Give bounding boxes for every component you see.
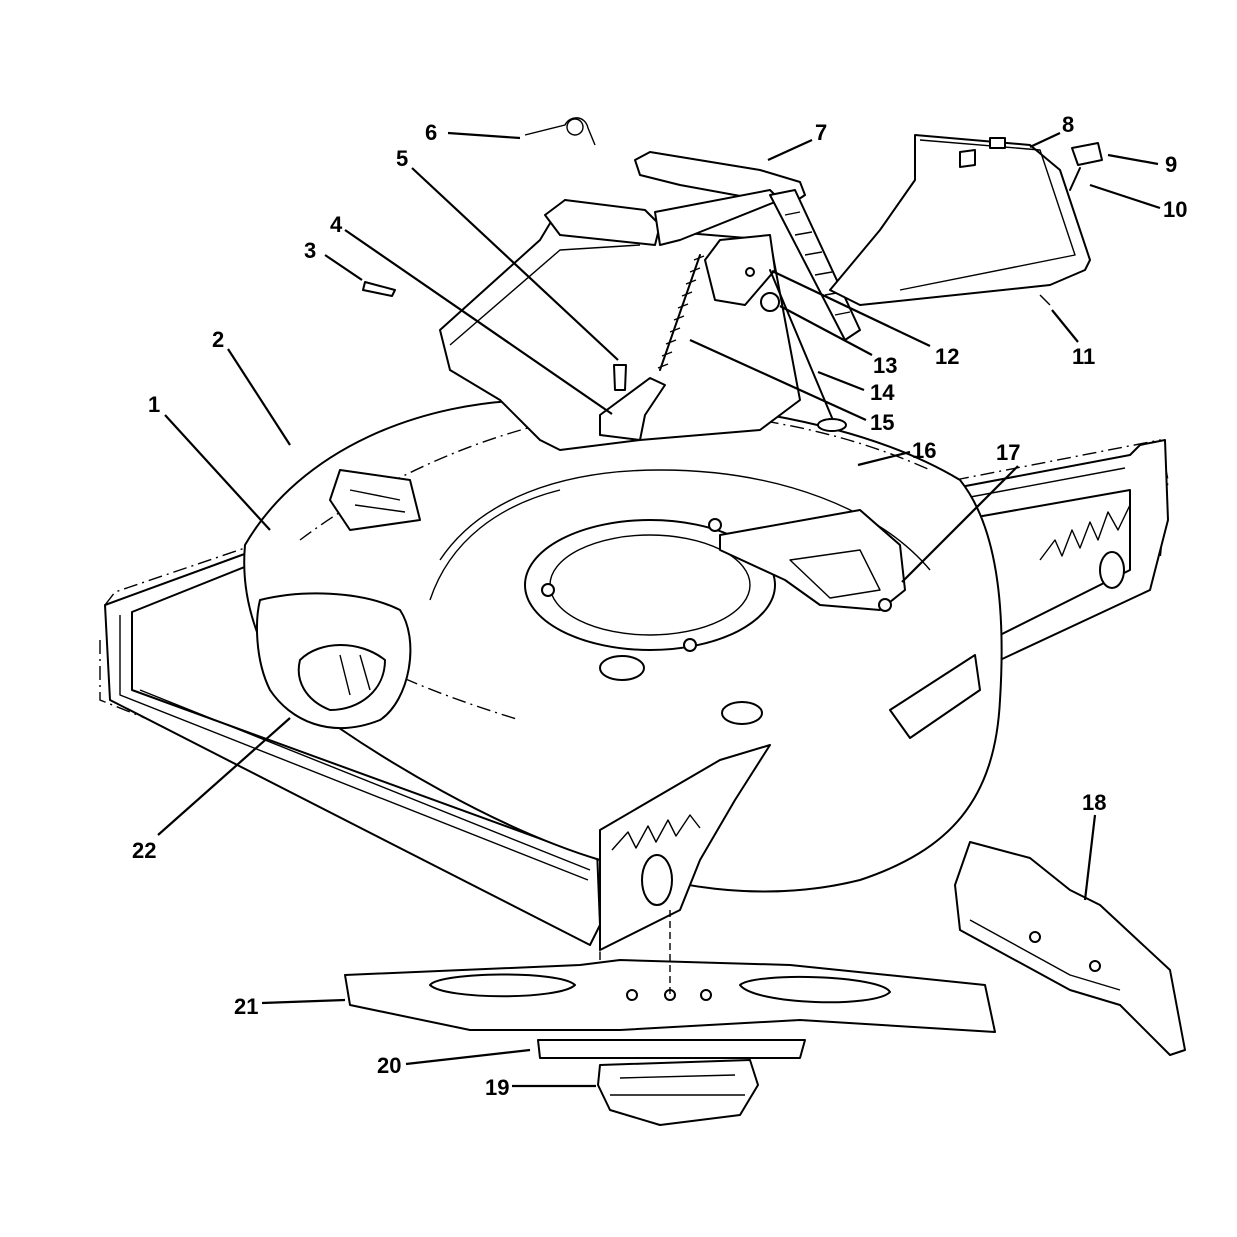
callout-7: 7 <box>815 120 827 145</box>
callout-11: 11 <box>1072 344 1095 369</box>
callout-18: 18 <box>1082 790 1106 815</box>
blade-stiffener <box>537 1039 806 1059</box>
callout-9: 9 <box>1165 152 1177 177</box>
blade-adapter <box>597 1059 759 1126</box>
callout-8: 8 <box>1062 112 1074 137</box>
callout-21: 21 <box>234 994 258 1019</box>
callout-17: 17 <box>996 440 1020 465</box>
mower-deck-housing <box>99 398 1169 960</box>
callout-22: 22 <box>132 838 156 863</box>
callout-19: 19 <box>485 1075 509 1100</box>
callout-14: 14 <box>870 380 895 405</box>
callout-20: 20 <box>377 1053 401 1078</box>
callout-16: 16 <box>912 438 936 463</box>
callout-3: 3 <box>304 238 316 263</box>
callout-12: 12 <box>935 344 959 369</box>
callout-13: 13 <box>873 353 897 378</box>
mulching-blade <box>954 841 1186 1056</box>
callout-6: 6 <box>425 120 437 145</box>
callout-1: 1 <box>148 392 160 417</box>
callout-labels: 1 2 3 4 5 6 7 8 9 10 11 12 13 14 15 16 1… <box>132 112 1187 1100</box>
mower-blade <box>344 910 996 1033</box>
leader-lines <box>157 131 1161 1088</box>
callout-2: 2 <box>212 327 224 352</box>
callout-4: 4 <box>330 212 343 237</box>
callout-15: 15 <box>870 410 894 435</box>
callout-10: 10 <box>1163 197 1187 222</box>
grass-deflector-assembly <box>829 134 1103 306</box>
rear-door-assembly <box>362 117 861 451</box>
callout-5: 5 <box>396 146 408 171</box>
